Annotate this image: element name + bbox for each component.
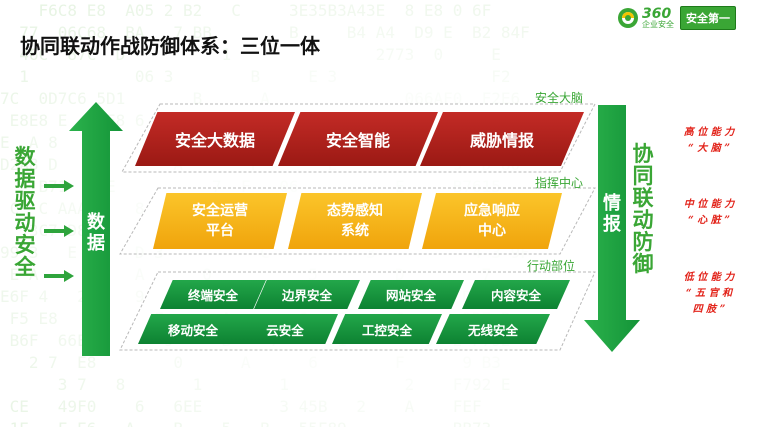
action-item-label: 网站安全 <box>385 288 436 303</box>
command-item-line: 态势感知 <box>327 202 383 219</box>
action-item-wireless: 无线安全 <box>436 314 550 344</box>
layer-label-action: 行动部位 <box>527 259 576 273</box>
action-item-perimeter: 边界安全 <box>254 280 360 309</box>
small-arrow-icon <box>44 270 74 282</box>
capability-mid: 中 位 能 力 “ 心 脏 ” <box>664 197 754 229</box>
right-char: 同 <box>632 164 654 189</box>
small-arrow-icon <box>44 225 74 237</box>
brand-logo: 360 企业安全 安全第一 <box>617 6 753 30</box>
brain-item-threat-intel: 威胁情报 <box>420 112 584 166</box>
left-char: 安 <box>14 233 36 258</box>
capability-line: “ 五 官 和 <box>685 288 733 299</box>
action-item-ics: 工控安全 <box>332 314 442 344</box>
logo-subtitle: 企业安全 <box>642 20 674 29</box>
command-item-incident-response: 应急响应中心 <box>422 193 562 249</box>
right-char: 联 <box>632 186 654 211</box>
right-char: 防 <box>632 230 654 255</box>
left-char: 据 <box>14 167 36 192</box>
right-vertical-text: 协 同 联 动 防 御 <box>630 143 656 275</box>
capability-line: 四 肢 ” <box>692 304 726 315</box>
command-item-line: 系统 <box>341 223 369 239</box>
command-item-line: 安全运营 <box>192 202 248 219</box>
layer-label-brain: 安全大脑 <box>535 91 584 105</box>
action-item-cloud: 云安全 <box>232 314 338 344</box>
right-char: 协 <box>632 142 654 166</box>
action-item-label: 边界安全 <box>281 288 332 303</box>
action-item-website: 网站安全 <box>358 280 464 309</box>
intel-down-arrow-icon <box>584 105 640 352</box>
intel-arrow-char: 情 <box>603 193 621 214</box>
command-item-line: 平台 <box>206 223 234 239</box>
page-title: 协同联动作战防御体系：三位一体 <box>20 34 320 58</box>
brain-item-label: 安全大数据 <box>174 131 255 150</box>
360-logo-icon <box>618 8 638 28</box>
intel-arrow-label: 情 报 <box>602 193 622 235</box>
data-arrow-char: 据 <box>87 232 105 254</box>
layer-label-command: 指挥中心 <box>535 176 584 190</box>
action-item-endpoint: 终端安全 <box>160 280 266 309</box>
command-item-line: 应急响应 <box>464 202 520 219</box>
brain-item-big-data: 安全大数据 <box>135 112 295 166</box>
action-item-label: 内容安全 <box>490 288 541 303</box>
action-item-label: 移动安全 <box>167 322 218 338</box>
brain-item-label: 威胁情报 <box>469 131 534 150</box>
action-item-label: 工控安全 <box>361 322 412 338</box>
capability-high: 高 位 能 力 “ 大 脑 ” <box>664 125 754 157</box>
action-item-label: 云安全 <box>266 322 304 338</box>
left-char: 全 <box>14 255 36 280</box>
data-arrow-char: 数 <box>87 212 105 233</box>
action-item-mobile: 移动安全 <box>138 314 248 344</box>
logo-number: 360 <box>642 6 672 22</box>
data-arrow-label: 数 据 <box>86 212 106 254</box>
capability-line: “ 心 脏 ” <box>688 215 730 226</box>
capability-line: “ 大 脑 ” <box>688 143 730 154</box>
data-up-arrow-icon <box>69 102 123 356</box>
command-item-soc: 安全运营平台 <box>153 193 287 249</box>
capability-line: 高 位 能 力 <box>683 127 735 138</box>
action-item-content: 内容安全 <box>462 280 570 309</box>
capability-line: 中 位 能 力 <box>683 199 735 210</box>
intel-arrow-char: 报 <box>603 213 621 235</box>
brain-item-intelligence: 安全智能 <box>278 112 438 166</box>
layer-plane-outlines <box>119 103 596 351</box>
action-item-label: 无线安全 <box>467 322 518 338</box>
left-char: 数 <box>14 145 36 169</box>
logo-badge: 安全第一 <box>680 6 736 30</box>
small-arrow-icon <box>44 180 74 192</box>
action-item-label: 终端安全 <box>187 288 238 303</box>
right-char: 动 <box>632 208 654 233</box>
capability-low: 低 位 能 力 “ 五 官 和 四 肢 ” <box>664 270 754 318</box>
command-item-situational-awareness: 态势感知系统 <box>288 193 422 249</box>
left-char: 驱 <box>14 189 36 214</box>
command-item-line: 中心 <box>478 223 506 239</box>
right-char: 御 <box>632 252 654 277</box>
left-vertical-text: 数 据 驱 动 安 全 <box>12 146 38 278</box>
brain-item-label: 安全智能 <box>325 131 390 150</box>
capability-line: 低 位 能 力 <box>683 272 735 283</box>
left-char: 动 <box>14 211 36 236</box>
